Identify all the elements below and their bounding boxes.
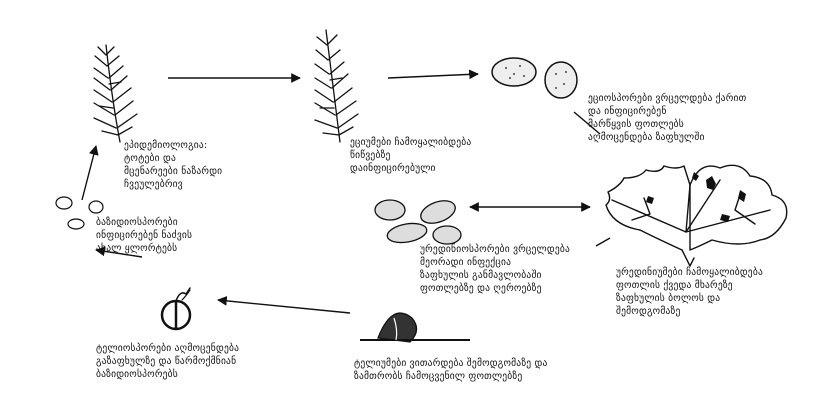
germinating-teliospore: [162, 288, 190, 329]
urediniospores: [375, 196, 461, 245]
caption-telia: ტელიუმები ვითარდება შემოდგომაზე და ზამთრ…: [354, 357, 548, 383]
strawberry-leaf: [606, 165, 787, 266]
spruce-branch-left: [94, 45, 137, 142]
aeciospores: [492, 58, 577, 98]
caption-leaf: ურედინიუმები ჩამოყალიბდება ფოთლის ქვედა …: [616, 266, 763, 318]
caption-aeciospores: ეციოსპორები ვრცელდება ქარით და ინფიცირებ…: [588, 92, 746, 144]
caption-teliospore: ტელიოსპორები აღმოცენდება გაზაფხულზე და წ…: [96, 342, 239, 381]
leaf-rust-spots: [646, 172, 746, 222]
caption-spruce-infected: ეპიდემიოლოგია: ტოტები და მცენარეები ნაზა…: [124, 139, 222, 191]
spruce-branch-middle: [315, 30, 358, 142]
caption-basidiospores: ბაზიდიოსპორები ინფიცირებენ ნაძვის ახალ ყ…: [96, 216, 192, 255]
caption-urediniospores: ურედინიოსპორები ვრცელდება მეორადი ინფექც…: [420, 243, 570, 295]
caption-spruce-aecia: ეციუმები ჩამოყალიბდება წიწვებზე დაინფიცი…: [350, 136, 471, 175]
telia-on-leaf: [360, 313, 470, 342]
